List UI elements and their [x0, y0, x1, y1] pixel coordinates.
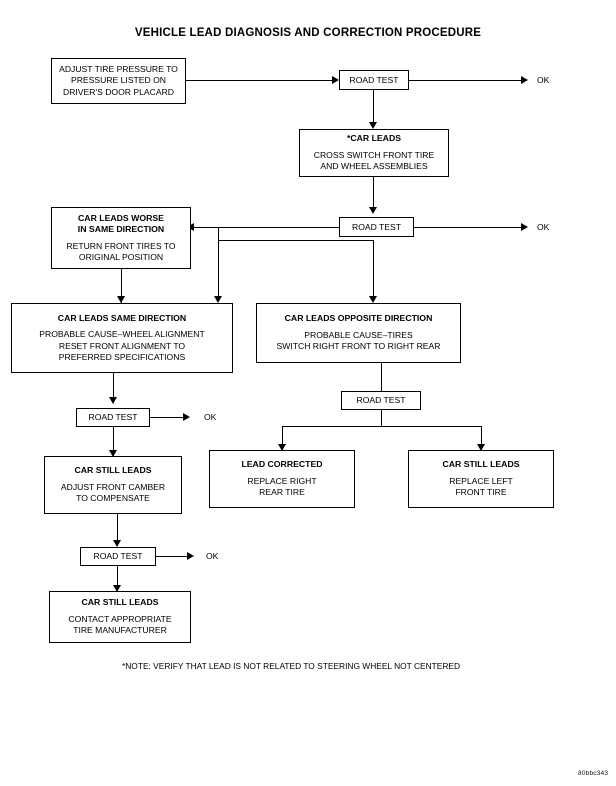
- connector-line: [282, 426, 481, 427]
- arrow-down-icon: [278, 444, 286, 451]
- node-label: ROAD TEST: [88, 412, 138, 422]
- arrow-down-icon: [477, 444, 485, 451]
- node-heading: CAR LEADS SAME DIRECTION: [57, 312, 187, 323]
- arrow-right-icon: [183, 413, 190, 421]
- node-car-still-leads-replace-left: CAR STILL LEADS REPLACE LEFT FRONT TIRE: [408, 450, 554, 508]
- node-heading: IN SAME DIRECTION: [77, 224, 165, 234]
- node-car-still-leads-camber: CAR STILL LEADS ADJUST FRONT CAMBER TO C…: [44, 456, 182, 514]
- connector-line: [381, 363, 382, 391]
- node-line: AND WHEEL ASSEMBLIES: [320, 161, 428, 172]
- connector-line: [414, 227, 526, 228]
- node-line: PROBABLE CAUSE–WHEEL ALIGNMENT: [39, 329, 205, 339]
- connector-line: [409, 80, 526, 81]
- connector-line: [373, 90, 374, 127]
- arrow-down-icon: [214, 296, 222, 303]
- node-line: PREFERRED SPECIFICATIONS: [58, 352, 186, 362]
- connector-line: [218, 227, 219, 241]
- node-line: CONTACT APPROPRIATE: [68, 613, 172, 624]
- arrow-down-icon: [113, 540, 121, 547]
- node-line: ORIGINAL POSITION: [78, 252, 164, 262]
- node-label: ROAD TEST: [351, 221, 402, 232]
- connector-line: [156, 556, 192, 557]
- arrow-down-icon: [369, 207, 377, 214]
- footer-code: 80bbc343: [578, 770, 609, 777]
- arrow-down-icon: [369, 122, 377, 129]
- node-label: ROAD TEST: [93, 551, 143, 561]
- node-line: PRESSURE LISTED ON: [70, 75, 167, 86]
- node-road-test-2: ROAD TEST: [339, 217, 414, 237]
- connector-line: [381, 410, 382, 427]
- node-car-leads-same-direction: CAR LEADS SAME DIRECTION PROBABLE CAUSE–…: [11, 303, 233, 373]
- connector-line: [218, 240, 219, 300]
- endpoint-ok-4: OK: [206, 551, 219, 561]
- node-lead-corrected: LEAD CORRECTED REPLACE RIGHT REAR TIRE: [209, 450, 355, 508]
- connector-line: [113, 373, 114, 403]
- connector-line: [373, 177, 374, 212]
- arrow-right-icon: [332, 76, 339, 84]
- arrow-right-icon: [521, 223, 528, 231]
- node-adjust-tire-pressure: ADJUST TIRE PRESSURE TO PRESSURE LISTED …: [51, 58, 186, 104]
- node-line: FRONT TIRE: [455, 487, 507, 498]
- arrow-down-icon: [109, 397, 117, 404]
- node-heading: CAR STILL LEADS: [74, 465, 152, 476]
- node-heading: *CAR LEADS: [346, 133, 402, 144]
- connector-line: [121, 269, 122, 303]
- node-line: SWITCH RIGHT FRONT TO RIGHT REAR: [276, 341, 441, 352]
- node-line: TIRE MANUFACTURER: [73, 625, 167, 636]
- node-line: REPLACE LEFT: [449, 475, 513, 486]
- node-line: REAR TIRE: [259, 487, 305, 498]
- node-line: CROSS SWITCH FRONT TIRE: [313, 149, 435, 160]
- node-car-leads-opposite-direction: CAR LEADS OPPOSITE DIRECTION PROBABLE CA…: [256, 303, 461, 363]
- endpoint-ok-2: OK: [537, 222, 550, 232]
- arrow-down-icon: [369, 296, 377, 303]
- node-car-leads: *CAR LEADS CROSS SWITCH FRONT TIRE AND W…: [299, 129, 449, 177]
- connector-line: [218, 240, 373, 241]
- connector-line: [150, 417, 188, 418]
- node-label: ROAD TEST: [356, 395, 406, 405]
- node-car-leads-worse: CAR LEADS WORSE IN SAME DIRECTION RETURN…: [51, 207, 191, 269]
- node-heading: CAR LEADS WORSE: [78, 212, 164, 223]
- connector-line: [117, 514, 118, 546]
- connector-line: [373, 240, 374, 300]
- arrow-right-icon: [521, 76, 528, 84]
- arrow-down-icon: [113, 585, 121, 592]
- node-line: PROBABLE CAUSE–TIRES: [304, 329, 413, 340]
- node-road-test-3: ROAD TEST: [76, 408, 150, 427]
- connector-line: [113, 427, 114, 457]
- endpoint-ok-3: OK: [204, 412, 217, 422]
- connector-line: [186, 80, 336, 81]
- node-line: DRIVER'S DOOR PLACARD: [63, 86, 174, 97]
- arrow-right-icon: [187, 552, 194, 560]
- connector-line: [194, 227, 339, 228]
- endpoint-ok-1: OK: [537, 75, 550, 85]
- connector-line: [117, 566, 118, 592]
- node-line: RESET FRONT ALIGNMENT TO: [58, 340, 186, 351]
- node-heading: LEAD CORRECTED: [241, 459, 323, 470]
- node-line: TO COMPENSATE: [76, 493, 150, 504]
- node-line: ADJUST TIRE PRESSURE TO: [59, 63, 178, 74]
- connector-line: [282, 426, 283, 450]
- connector-line: [481, 426, 482, 450]
- node-heading: CAR STILL LEADS: [81, 597, 159, 608]
- arrow-down-icon: [117, 296, 125, 303]
- footnote: *NOTE: VERIFY THAT LEAD IS NOT RELATED T…: [122, 661, 461, 671]
- node-road-test-5: ROAD TEST: [80, 547, 156, 566]
- node-line: REPLACE RIGHT: [247, 475, 317, 486]
- node-road-test-4: ROAD TEST: [341, 391, 421, 410]
- node-line: ADJUST FRONT CAMBER: [60, 481, 166, 492]
- node-road-test-1: ROAD TEST: [339, 70, 409, 90]
- node-line: RETURN FRONT TIRES TO: [66, 240, 176, 251]
- node-label: ROAD TEST: [349, 74, 399, 85]
- arrow-down-icon: [109, 450, 117, 457]
- node-car-still-leads-manufacturer: CAR STILL LEADS CONTACT APPROPRIATE TIRE…: [49, 591, 191, 643]
- node-heading: CAR STILL LEADS: [442, 459, 520, 470]
- page-title: VEHICLE LEAD DIAGNOSIS AND CORRECTION PR…: [134, 27, 482, 39]
- node-heading: CAR LEADS OPPOSITE DIRECTION: [284, 313, 433, 324]
